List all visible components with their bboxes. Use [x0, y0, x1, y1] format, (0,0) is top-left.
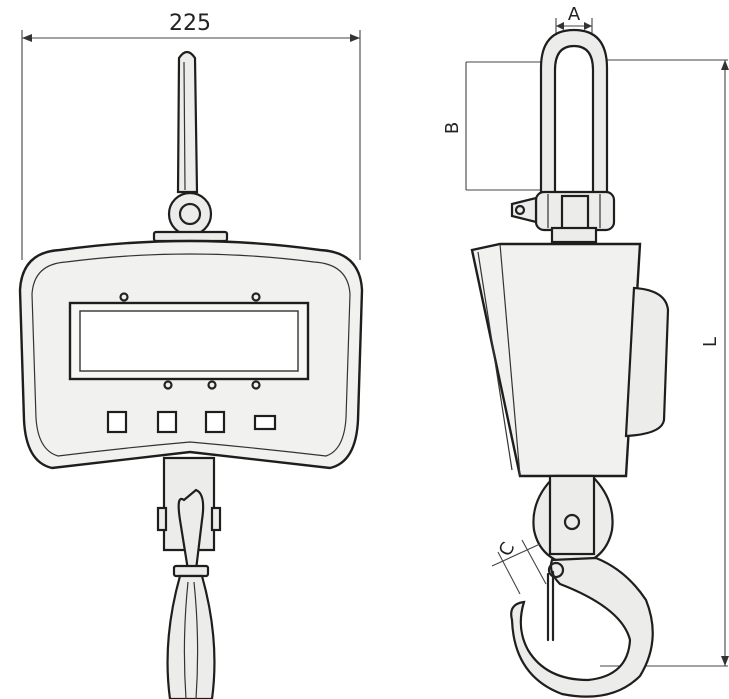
- dimension-c: C: [491, 539, 547, 595]
- power-switch: [253, 414, 277, 431]
- top-shackle: [510, 28, 616, 244]
- width-dimension: 225: [21, 11, 361, 260]
- side-housing: [470, 242, 670, 478]
- keypad: [106, 410, 277, 434]
- width-value-label: 225: [169, 11, 211, 36]
- front-view: 225: [18, 11, 364, 699]
- side-bottom-hook: [510, 474, 654, 698]
- dimension-b-label: B: [442, 122, 463, 134]
- front-bottom-hook: [156, 456, 222, 699]
- dimension-c-label: C: [495, 539, 519, 560]
- key-2: [156, 410, 178, 434]
- indicator-lights: [119, 292, 261, 390]
- dimension-b: B: [442, 61, 555, 191]
- key-3: [204, 410, 226, 434]
- top-hanging-rod: [152, 50, 229, 243]
- display-window: [68, 301, 310, 381]
- dimension-a-label: A: [568, 4, 581, 25]
- dimension-l: L: [596, 59, 729, 667]
- key-1: [106, 410, 128, 434]
- dimension-l-label: L: [700, 337, 721, 347]
- side-view: A B L: [442, 4, 729, 698]
